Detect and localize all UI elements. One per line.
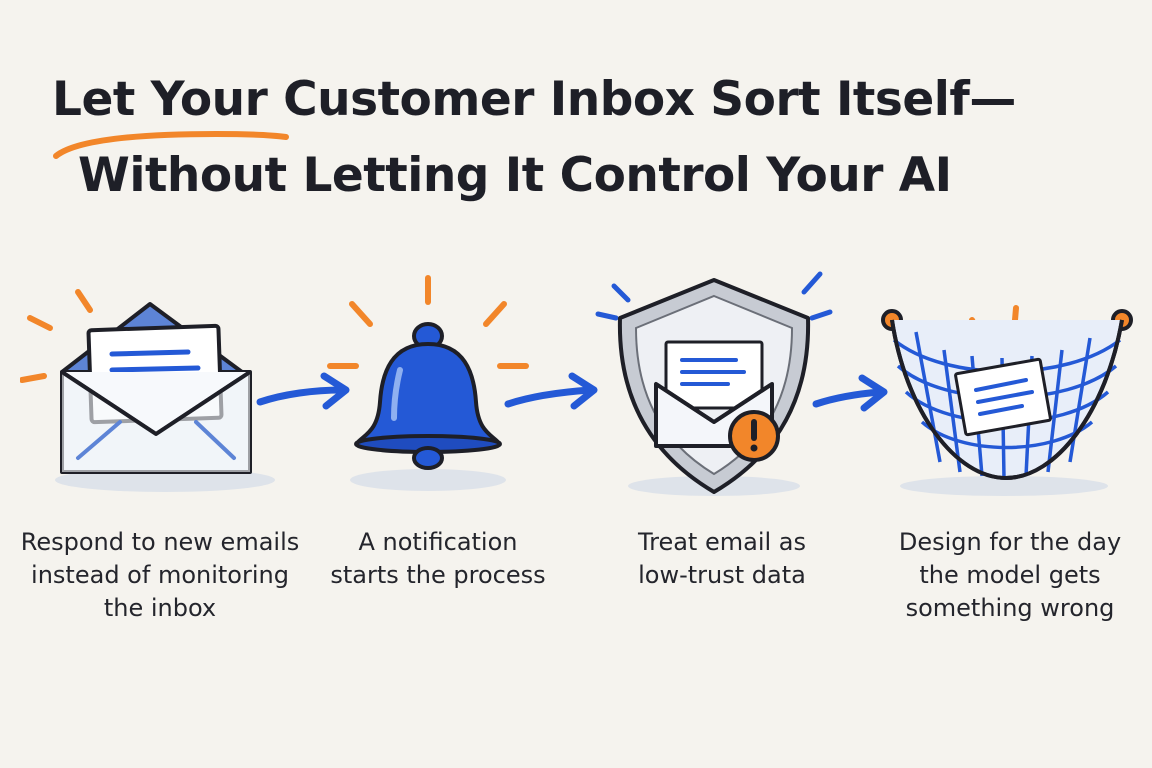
caption-step-3-line-2: low-trust data — [638, 561, 806, 589]
title-line-1: Let Your Customer Inbox Sort Itself— — [52, 72, 1016, 127]
caption-step-1-line-1: Respond to new emails — [20, 528, 300, 556]
caption-step-1: Respond to new emails instead of monitor… — [20, 526, 300, 625]
notification-bell-icon — [327, 275, 529, 491]
shield-warning-envelope-icon — [595, 271, 833, 496]
flow-arrow-1 — [256, 372, 350, 410]
title-line-2: Without Letting It Control Your AI — [78, 148, 952, 203]
caption-step-2-line-2: starts the process — [330, 561, 546, 589]
caption-step-4-line-1: Design for the day — [898, 528, 1122, 556]
flow-arrow-3 — [812, 374, 888, 412]
open-envelope-icon — [20, 289, 275, 492]
caption-step-1-line-3: the inbox — [103, 594, 217, 622]
caption-step-4-line-2: the model gets — [919, 561, 1101, 589]
title-underline-stroke — [53, 130, 289, 159]
caption-step-2-line-1: A notification — [358, 528, 518, 556]
caption-step-1-line-2: instead of monitoring — [31, 561, 289, 589]
caption-step-4: Design for the day the model gets someth… — [870, 526, 1150, 625]
flow-arrow-2 — [504, 372, 598, 410]
caption-step-3-line-1: Treat email as — [637, 528, 806, 556]
safety-net-icon — [881, 305, 1133, 496]
caption-step-3: Treat email as low-trust data — [582, 526, 862, 592]
caption-step-4-line-3: something wrong — [905, 594, 1115, 622]
caption-step-2: A notification starts the process — [298, 526, 578, 592]
